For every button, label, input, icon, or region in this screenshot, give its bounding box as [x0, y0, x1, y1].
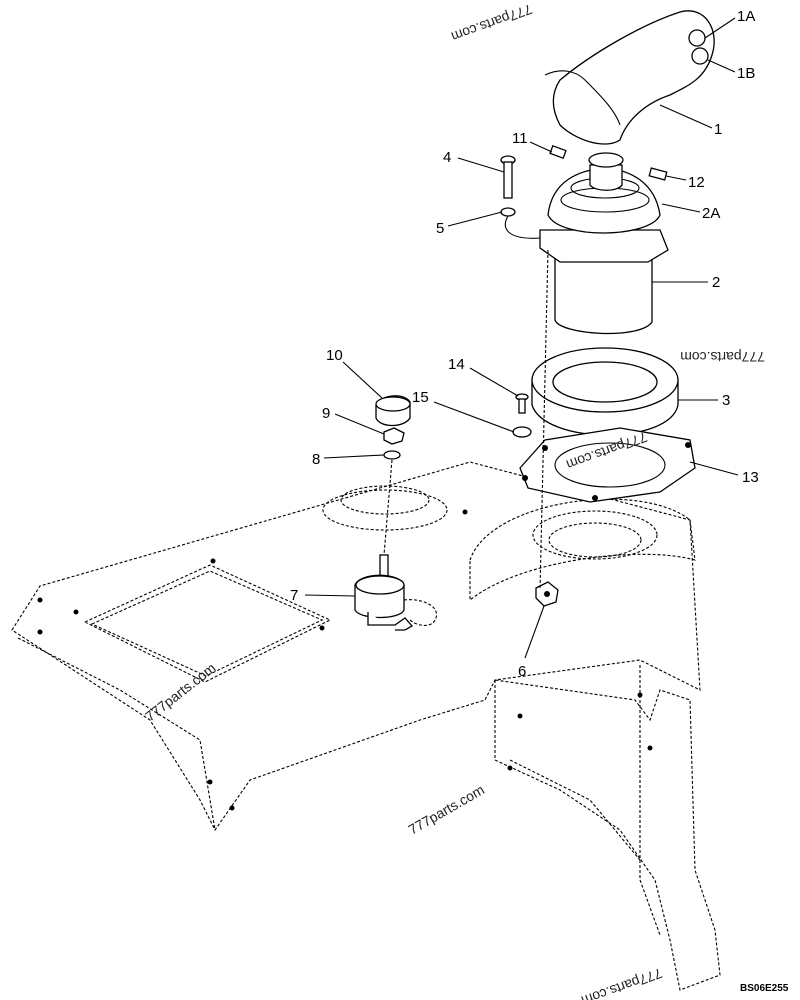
washer-15 [512, 426, 532, 438]
callout-12: 12 [688, 174, 705, 191]
callout-5: 5 [436, 220, 444, 237]
callout-2: 2 [712, 274, 720, 291]
washer-5 [500, 207, 541, 239]
gasket-plate [519, 427, 696, 503]
callout-1A: 1A [737, 8, 755, 25]
watermark-top-edge: 777parts.com [449, 1, 534, 45]
washer-8 [383, 450, 401, 460]
nut-6 [535, 581, 559, 607]
console-panel [11, 461, 721, 991]
watermark-center: 777parts.com [406, 781, 487, 837]
callout-8: 8 [312, 451, 320, 468]
callout-7: 7 [290, 587, 298, 604]
callout-11: 11 [512, 130, 528, 147]
callout-13: 13 [742, 469, 759, 486]
knob-10 [375, 395, 411, 427]
callout-2A: 2A [702, 205, 720, 222]
callout-9: 9 [322, 405, 330, 422]
joystick-body [539, 152, 669, 335]
nut-9 [383, 427, 405, 445]
screw-14 [515, 393, 529, 414]
set-screw-11 [549, 145, 567, 159]
watermark-top-right: 777parts.com [680, 349, 765, 365]
callout-15: 15 [412, 389, 429, 406]
callout-3: 3 [722, 392, 730, 409]
joystick-grip [544, 10, 715, 145]
leader-lines [304, 17, 739, 659]
callout-10: 10 [326, 347, 343, 364]
assembly-lines [383, 249, 549, 591]
set-screw-12 [648, 167, 668, 181]
switch-7 [354, 554, 437, 631]
watermark-bottom: 777parts.com [579, 965, 664, 1000]
drawing-code: BS06E255 [740, 983, 789, 994]
callout-4: 4 [443, 149, 451, 166]
watermarks: 777parts.com 777parts.com 777parts.com 7… [142, 1, 765, 1000]
callout-14: 14 [448, 356, 465, 373]
callout-6: 6 [518, 663, 526, 680]
callout-1: 1 [714, 121, 722, 138]
mounting-ring [531, 347, 679, 436]
bolt-4 [500, 155, 516, 199]
callout-1B: 1B [737, 65, 755, 82]
callout-labels: 1A 1B 1 11 4 12 2A 5 2 10 14 15 3 9 8 13… [290, 8, 759, 680]
